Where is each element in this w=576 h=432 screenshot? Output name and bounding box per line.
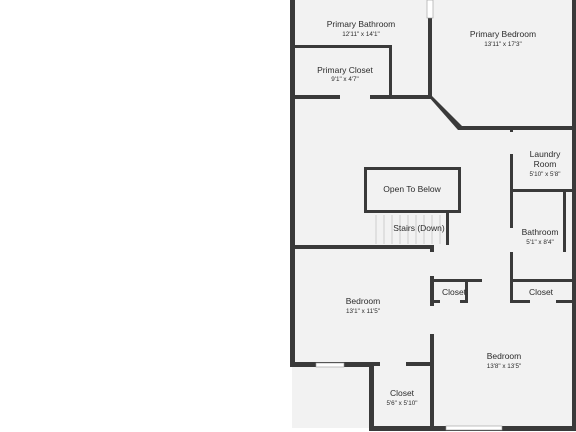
room-dimensions: 9'1" x 4'7" (331, 76, 359, 83)
room-name: Closet (390, 388, 415, 398)
room-dimensions: 13'8" x 13'5" (487, 363, 522, 370)
room-name: Primary Closet (317, 65, 373, 75)
room-bedroom-right: Bedroom 13'8" x 13'5" (487, 351, 522, 370)
room-name: Stairs (Down) (393, 223, 445, 233)
room-name: Primary Bathroom (327, 19, 396, 29)
room-laundry: Laundry Room 5'10" x 5'8" (529, 149, 561, 178)
room-closet-mid: Closet (442, 287, 467, 297)
room-dimensions: 12'11" x 14'1" (342, 31, 380, 38)
room-primary-bedroom: Primary Bedroom 13'11" x 17'3" (470, 29, 536, 48)
window (426, 0, 434, 19)
room-dimensions: 13'11" x 17'3" (484, 41, 522, 48)
room-dimensions: 5'10" x 5'8" (529, 171, 560, 178)
room-dimensions: 13'1" x 11'5" (346, 308, 380, 315)
room-closet-bottom: Closet 5'6" x 5'10" (386, 388, 417, 407)
room-name: Closet (442, 287, 467, 297)
room-name: Bedroom (487, 351, 522, 361)
room-bathroom: Bathroom 5'1" x 8'4" (522, 227, 559, 246)
room-name: Bedroom (346, 296, 381, 306)
room-name-line1: Laundry (530, 149, 561, 159)
room-closet-right: Closet (529, 287, 554, 297)
room-dimensions: 5'6" x 5'10" (386, 400, 417, 407)
room-name: Closet (529, 287, 554, 297)
room-name-line2: Room (534, 159, 557, 169)
room-bedroom-left: Bedroom 13'1" x 11'5" (346, 296, 381, 315)
room-name: Bathroom (522, 227, 559, 237)
room-open-to-below: Open To Below (383, 184, 441, 194)
stairs-treads (375, 215, 441, 244)
door-openings (340, 95, 556, 366)
room-dimensions: 5'1" x 8'4" (526, 239, 554, 246)
window (445, 425, 503, 431)
window (315, 362, 345, 368)
room-name: Open To Below (383, 184, 441, 194)
room-primary-closet: Primary Closet 9'1" x 4'7" (317, 65, 373, 83)
room-stairs: Stairs (Down) (393, 223, 445, 233)
room-name: Primary Bedroom (470, 29, 536, 39)
windows (315, 0, 503, 431)
room-primary-bathroom: Primary Bathroom 12'11" x 14'1" (327, 19, 396, 38)
